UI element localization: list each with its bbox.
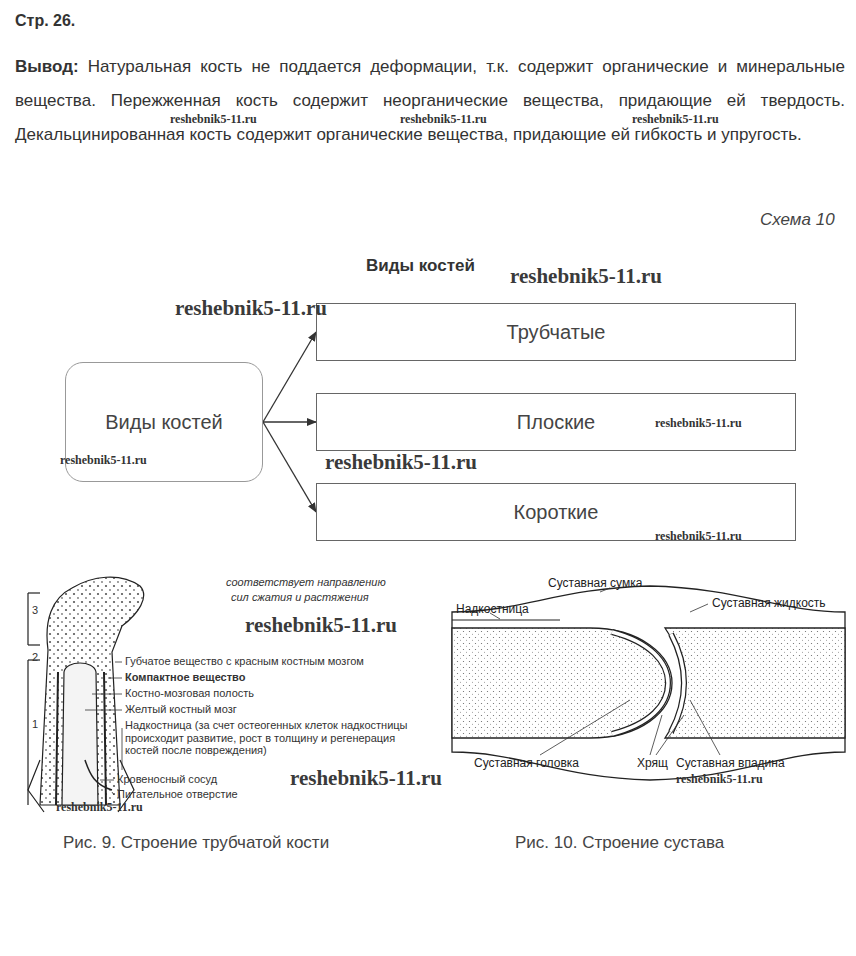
part-label: Губчатое вещество с красным костным мозг… (125, 655, 364, 668)
arrow-connector (263, 422, 316, 512)
watermark: reshebnik5-11.ru (676, 773, 763, 787)
note-text: сил сжатия и растяжения (231, 591, 369, 604)
callout-number: 1 (32, 718, 38, 731)
conclusion-heading: Вывод: (15, 57, 79, 76)
part-label: Питательное отверстие (117, 788, 238, 801)
watermark: reshebnik5-11.ru (175, 296, 327, 320)
part-label: Желтый костный мозг (125, 703, 237, 716)
part-label: Костно-мозговая полость (125, 687, 254, 700)
watermark: reshebnik5-11.ru (325, 450, 477, 474)
callout-number: 3 (32, 604, 38, 617)
arrow-connector (263, 332, 316, 422)
watermark: reshebnik5-11.ru (400, 113, 487, 127)
arrow-connector (263, 421, 316, 422)
watermark: reshebnik5-11.ru (170, 113, 257, 127)
conclusion-text: Натуральная кость не поддается деформаци… (15, 57, 845, 144)
box-text: Виды костей (104, 409, 224, 435)
watermark: reshebnik5-11.ru (510, 264, 662, 288)
part-label: Надкостница (456, 603, 529, 617)
part-label: Компактное вещество (125, 671, 245, 684)
watermark: reshebnik5-11.ru (655, 530, 742, 544)
figure-caption: Рис. 10. Строение сустава (515, 833, 724, 853)
box-text: Короткие (514, 499, 599, 525)
part-label: Суставная жидкость (712, 597, 826, 611)
watermark: reshebnik5-11.ru (290, 766, 442, 790)
watermark: reshebnik5-11.ru (60, 454, 147, 468)
part-label: Суставная сумка (548, 577, 642, 591)
box-text: Плоские (517, 409, 595, 435)
page-number: Стр. 26. (15, 12, 75, 30)
part-label: Надкостница (за счет остеогенных клеток … (125, 719, 417, 757)
watermark: reshebnik5-11.ru (245, 613, 397, 637)
watermark: reshebnik5-11.ru (632, 113, 719, 127)
part-label: Хрящ (637, 757, 668, 771)
figure-caption: Рис. 9. Строение трубчатой кости (63, 833, 329, 853)
part-label: Кровеносный сосуд (117, 773, 217, 786)
watermark: reshebnik5-11.ru (655, 417, 742, 431)
part-label: Суставная впадина (676, 757, 785, 771)
scheme-number: Схема 10 (760, 210, 835, 230)
diagram-title: Виды костей (366, 256, 475, 276)
box-text: Трубчатые (507, 319, 606, 345)
leader-lines (85, 662, 122, 795)
joint (452, 586, 845, 780)
part-label: Суставная головка (474, 757, 579, 771)
conclusion-paragraph: Вывод: Натуральная кость не поддается де… (15, 50, 845, 152)
category-box: Трубчатые (316, 303, 796, 361)
watermark: reshebnik5-11.ru (56, 801, 143, 815)
callout-number: 2 (32, 651, 38, 664)
note-text: соответствует направлению (226, 576, 386, 589)
